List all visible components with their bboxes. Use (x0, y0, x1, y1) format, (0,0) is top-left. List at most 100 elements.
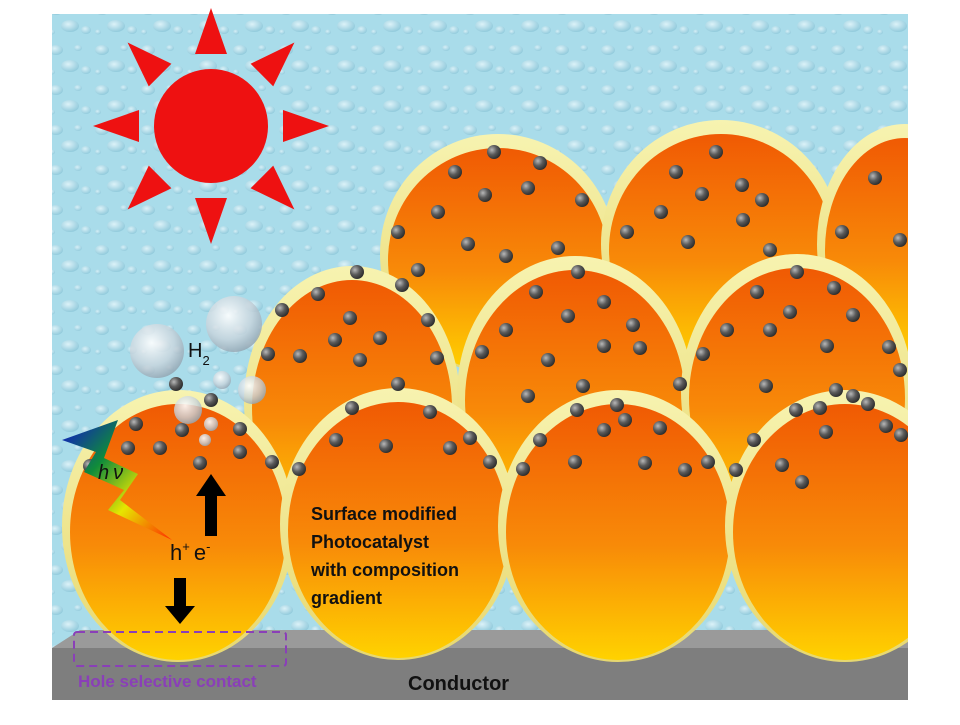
nanoparticle (618, 413, 632, 427)
nanoparticle (521, 389, 535, 403)
nanoparticle (193, 456, 207, 470)
grain-core (288, 402, 508, 658)
nanoparticle (576, 379, 590, 393)
nanoparticle (846, 389, 860, 403)
sun-ray (93, 110, 139, 142)
photocatalyst-description: Surface modified Photocatalyst with comp… (310, 504, 464, 608)
sun-ray (127, 42, 172, 87)
nanoparticle (293, 349, 307, 363)
grain-core (733, 404, 957, 660)
nanoparticle (487, 145, 501, 159)
nanoparticle (561, 309, 575, 323)
nanoparticle (735, 178, 749, 192)
nanoparticle (478, 188, 492, 202)
nanoparticle (516, 462, 530, 476)
nanoparticle (597, 423, 611, 437)
nanoparticle (696, 347, 710, 361)
arrow-down-icon (165, 578, 195, 624)
nanoparticle (461, 237, 475, 251)
nanoparticle (763, 323, 777, 337)
nanoparticle (868, 171, 882, 185)
nanoparticle (395, 278, 409, 292)
nanoparticle (329, 433, 343, 447)
nanoparticle (813, 401, 827, 415)
lightning-bolt-icon (62, 420, 172, 540)
nanoparticle (431, 205, 445, 219)
nanoparticle (204, 393, 218, 407)
nanoparticle (729, 463, 743, 477)
nanoparticle (626, 318, 640, 332)
nanoparticle (430, 351, 444, 365)
nanoparticle (292, 462, 306, 476)
sun-ray (195, 198, 227, 244)
nanoparticle (373, 331, 387, 345)
hole-contact-label: Hole selective contact (78, 672, 257, 691)
nanoparticle (820, 339, 834, 353)
nanoparticle (541, 353, 555, 367)
nanoparticle (790, 265, 804, 279)
nanoparticle (475, 345, 489, 359)
nanoparticle (835, 225, 849, 239)
nanoparticle (720, 323, 734, 337)
nanoparticle (463, 431, 477, 445)
photocatalyst-grains (62, 0, 960, 720)
nanoparticle (709, 145, 723, 159)
grain (280, 388, 516, 660)
nanoparticle (633, 341, 647, 355)
nanoparticle (551, 241, 565, 255)
nanoparticle (443, 441, 457, 455)
grain (498, 390, 738, 662)
nanoparticle (311, 287, 325, 301)
nanoparticle (894, 428, 908, 442)
nanoparticle (654, 205, 668, 219)
nanoparticle (681, 235, 695, 249)
nanoparticle (747, 433, 761, 447)
nanoparticle (521, 181, 535, 195)
nanoparticle (783, 305, 797, 319)
nanoparticle (695, 187, 709, 201)
nanoparticle (153, 441, 167, 455)
nanoparticle (121, 441, 135, 455)
nanoparticle (129, 417, 143, 431)
grain (725, 390, 960, 662)
nanoparticle (597, 295, 611, 309)
nanoparticle (620, 225, 634, 239)
sun-ray (283, 110, 329, 142)
nanoparticle (499, 249, 513, 263)
nanoparticle (819, 425, 833, 439)
nanoparticle (350, 265, 364, 279)
nanoparticle (789, 403, 803, 417)
right-margin (908, 0, 960, 720)
nanoparticle (827, 281, 841, 295)
charge-carriers-label: h+e- (170, 539, 210, 565)
nanoparticle (265, 455, 279, 469)
nanoparticle (533, 156, 547, 170)
nanoparticle (421, 313, 435, 327)
nanoparticle (169, 377, 183, 391)
grain-core (506, 404, 730, 660)
nanoparticle (673, 377, 687, 391)
nanoparticle (483, 455, 497, 469)
nanoparticle (343, 311, 357, 325)
nanoparticle (750, 285, 764, 299)
nanoparticle (391, 377, 405, 391)
nanoparticle (893, 233, 907, 247)
h2-label: H2 (188, 340, 210, 368)
nanoparticle (775, 458, 789, 472)
nanoparticle (736, 213, 750, 227)
nanoparticle (653, 421, 667, 435)
nanoparticle (638, 456, 652, 470)
nanoparticle (328, 333, 342, 347)
nanoparticle (499, 323, 513, 337)
nanoparticle (669, 165, 683, 179)
nanoparticle (829, 383, 843, 397)
nanoparticle (379, 439, 393, 453)
hole-selective-contact-outline (73, 631, 287, 667)
gas-bubble-icon (130, 296, 266, 446)
sun-ray (250, 42, 295, 87)
nanoparticle (411, 263, 425, 277)
sun-ray (250, 165, 295, 210)
